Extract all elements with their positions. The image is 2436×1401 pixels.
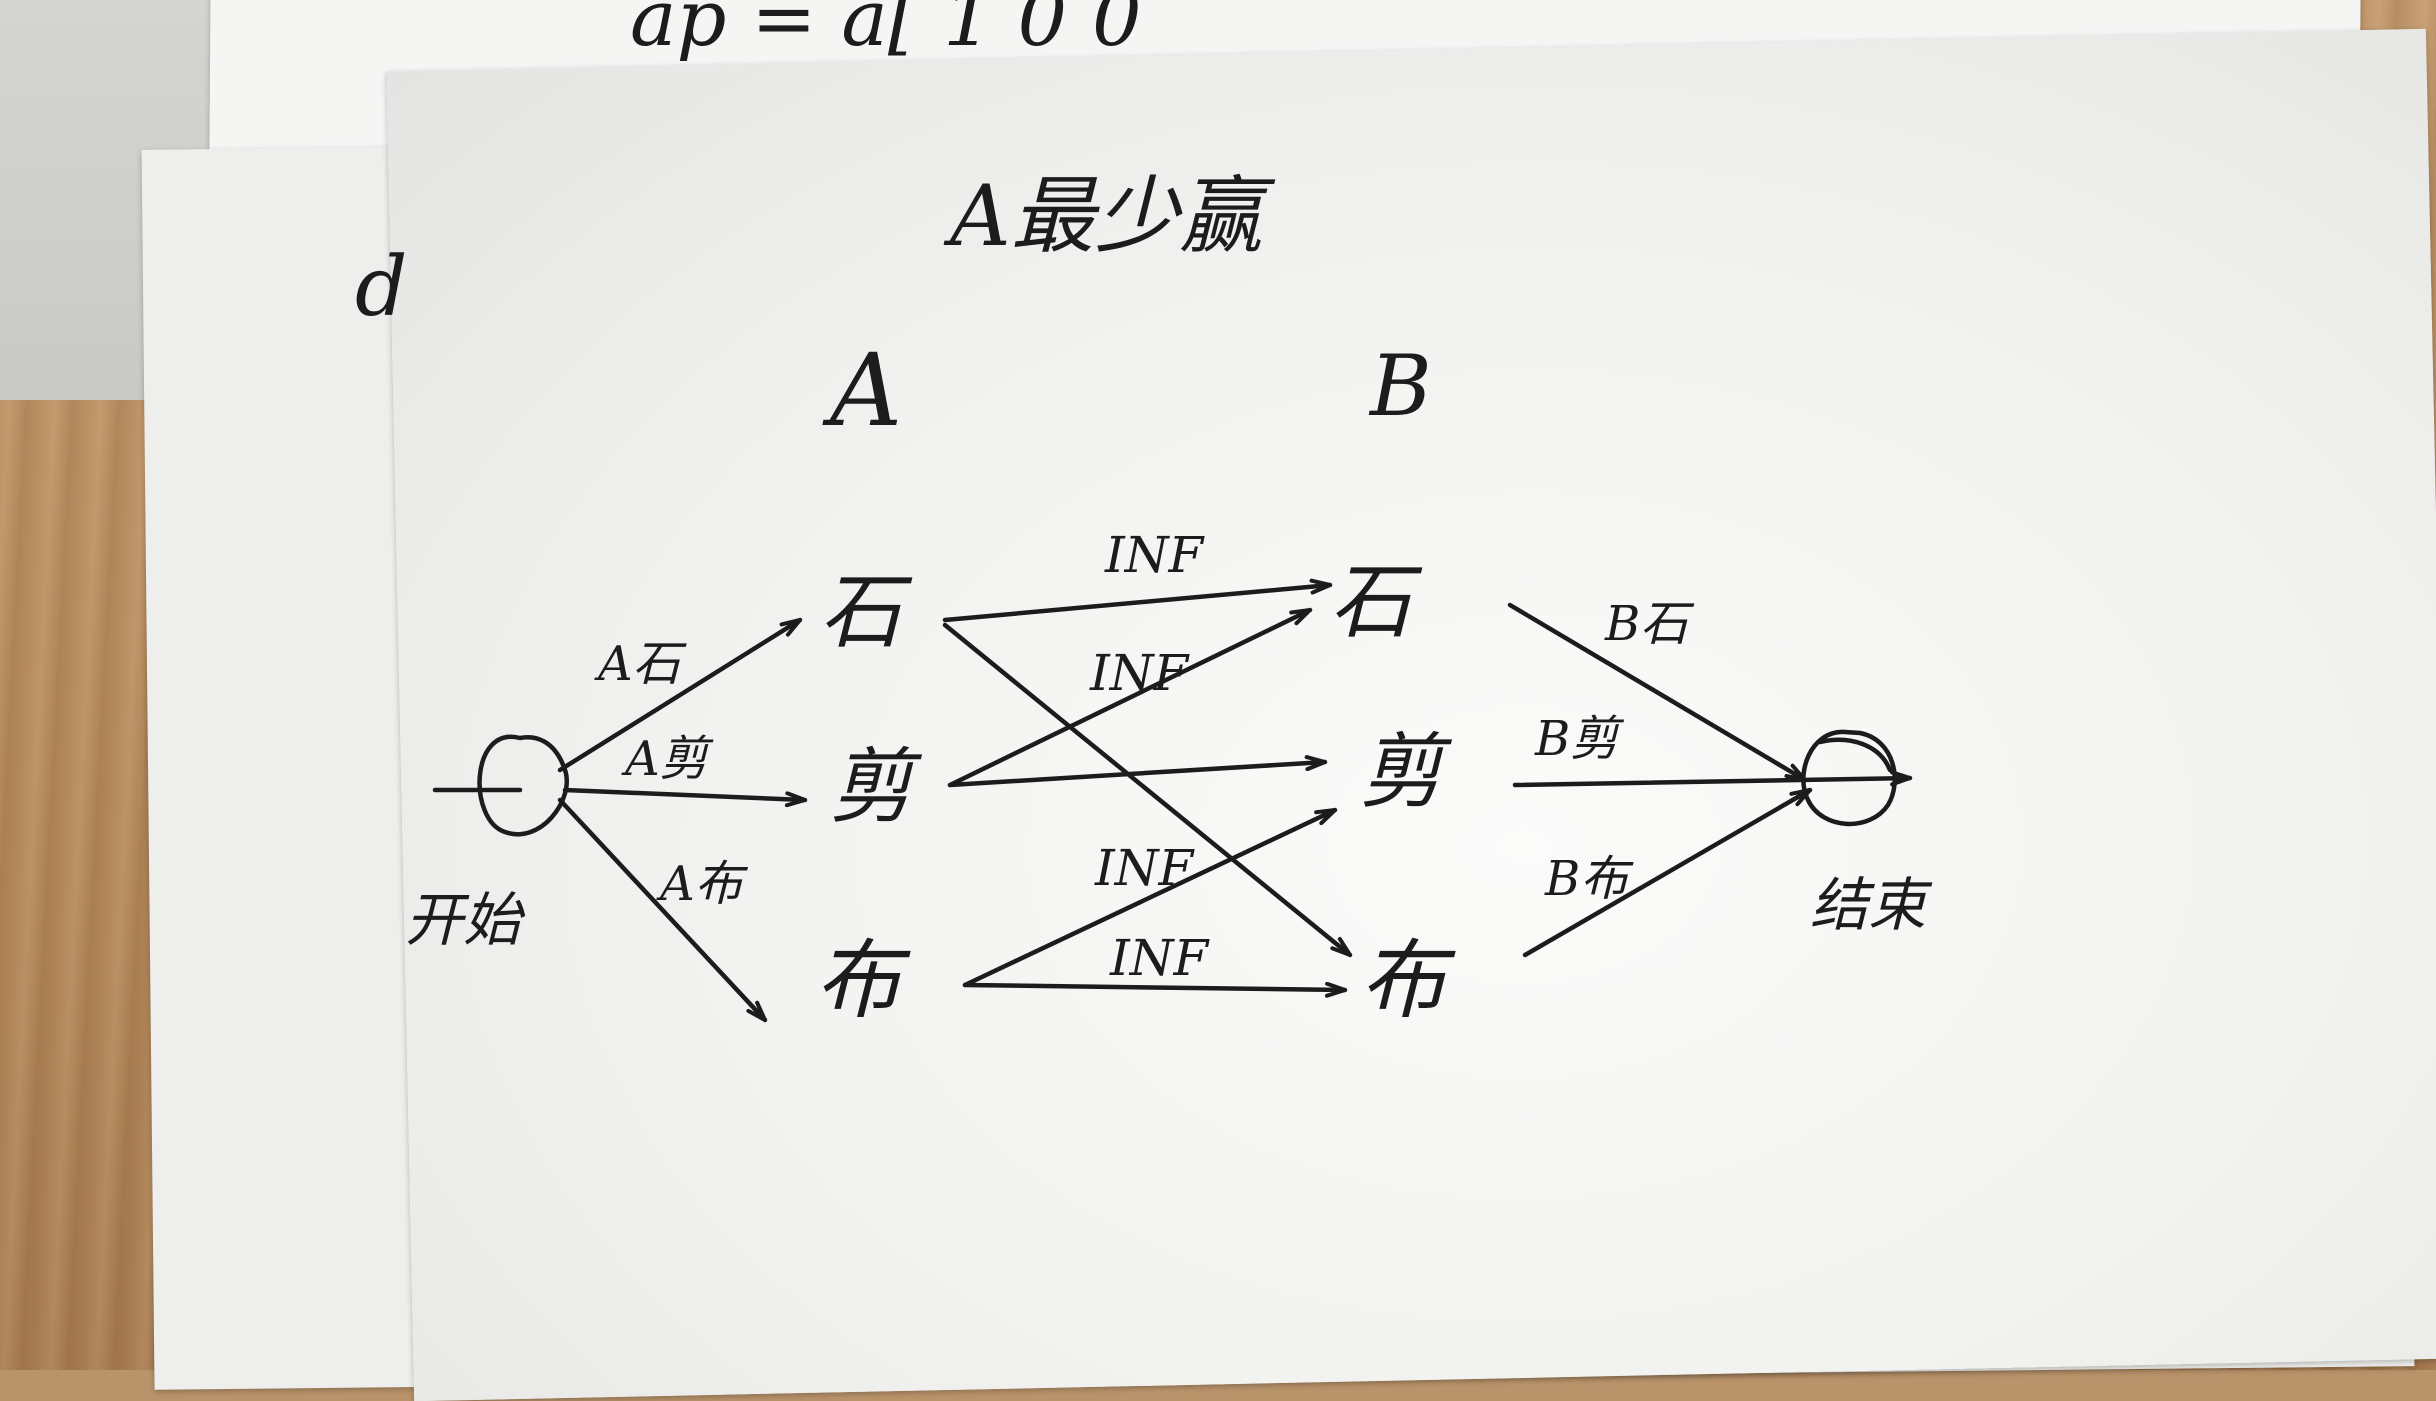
background-letter: d (355, 240, 408, 335)
a-node-scissors: 剪 (830, 740, 923, 835)
edge-start-to-a-paper (557, 797, 768, 1023)
end-circle-inner-stroke (1817, 737, 1893, 773)
edge-label-inf-3: INF (1094, 839, 1196, 897)
start-label: 开始 (405, 886, 526, 954)
edge-label-inf-1: INF (1104, 526, 1206, 584)
end-node (1801, 729, 1897, 827)
edge-a-rock-to-b-paper (942, 622, 1353, 958)
end-circle (1801, 729, 1897, 827)
edge-label-b-scissors: B剪 (1534, 711, 1624, 767)
edge-start-to-a-rock (557, 617, 803, 773)
b-node-rock: 石 (1330, 555, 1423, 650)
edge-b-paper-to-end (1522, 787, 1813, 958)
edge-label-b-rock: B石 (1604, 596, 1695, 652)
edge-a-paper-to-b-scissors (962, 807, 1338, 988)
edge-start-to-a-scissors (562, 787, 808, 808)
start-circle (477, 734, 569, 837)
b-node-paper: 布 (1360, 931, 1456, 1031)
edge-label-b-paper: B布 (1544, 851, 1634, 907)
edge-label-inf-4: INF (1109, 929, 1211, 987)
edge-label-a-rock: A石 (594, 636, 688, 692)
start-node (432, 734, 569, 837)
edge-label-a-scissors: A剪 (621, 731, 714, 787)
b-node-scissors: 剪 (1360, 725, 1453, 820)
a-node-rock: 石 (820, 565, 913, 660)
background-formula: ap = a[ 1 0 0 (630, 0, 1142, 64)
edge-b-scissors-to-end (1512, 770, 1913, 788)
edge-b-rock-to-end (1507, 602, 1808, 783)
edge-label-inf-2: INF (1089, 644, 1191, 702)
handwritten-diagram: ap = a[ 1 0 0 d A最少赢 A B 开始 石 剪 布 石 剪 布 … (355, 0, 1933, 1031)
column-header-b: B (1368, 337, 1432, 435)
edge-a-rock-to-b-rock (942, 578, 1333, 623)
end-label: 结束 (1810, 871, 1933, 939)
a-node-paper: 布 (815, 931, 911, 1031)
column-header-a: A (822, 332, 902, 449)
edge-a-scissors-to-b-rock (947, 607, 1313, 788)
edge-a-scissors-to-b-scissors (947, 755, 1328, 788)
diagram-title: A最少赢 (943, 167, 1276, 265)
edge-a-paper-to-b-paper (962, 981, 1348, 998)
edge-label-a-paper: A布 (656, 856, 749, 912)
